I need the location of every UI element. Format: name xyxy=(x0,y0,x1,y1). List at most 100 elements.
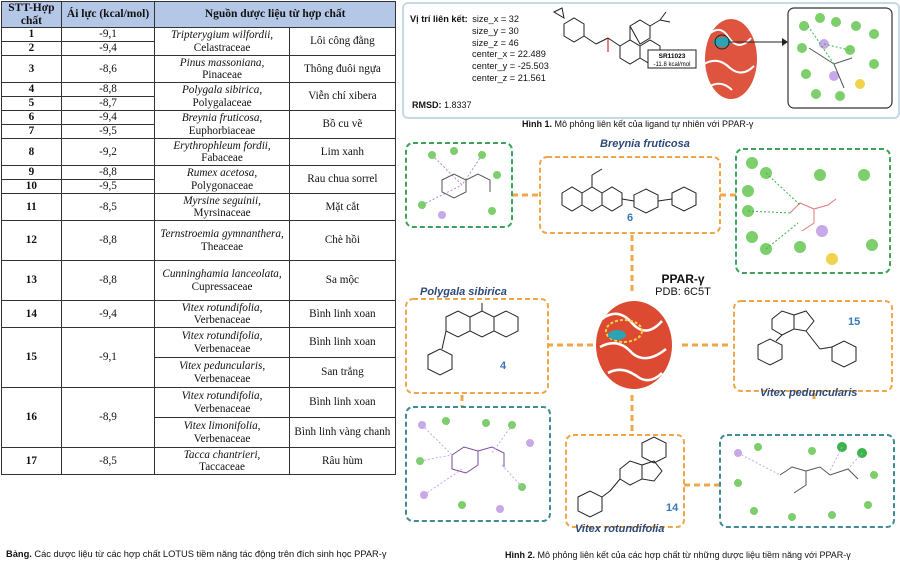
cell-affinity: -8,6 xyxy=(60,55,156,83)
cell-affinity: -8,8 xyxy=(60,82,156,97)
species-name: Myrsine seguinii, xyxy=(183,194,261,207)
species-name: Vitex peduncularis, xyxy=(178,360,266,372)
cell-affinity: -9,5 xyxy=(60,179,156,194)
cell-affinity: -9,4 xyxy=(60,110,156,125)
figure-2-caption-text: Mô phỏng liên kết của các hợp chất từ nh… xyxy=(535,550,851,560)
cell-species: Tacca chantrieri,Taccaceae xyxy=(154,447,290,475)
species-name: Tripterygium wilfordii, xyxy=(170,29,274,41)
cell-common-name: Thông đuôi ngựa xyxy=(288,55,397,83)
structure-4 xyxy=(427,303,519,376)
cell-affinity: -8,8 xyxy=(60,220,156,261)
cell-common-name: Bình linh xoan xyxy=(288,300,397,328)
interaction-residues xyxy=(797,13,879,101)
ppar-label: PPAR-γ PDB: 6C5T xyxy=(648,272,718,298)
species-name: Cunninghamia lanceolata, xyxy=(162,268,282,280)
structure-box-6 xyxy=(539,156,721,234)
cell-common-name: Râu hùm xyxy=(288,447,397,475)
figure-2-graphics: 6 4 15 xyxy=(405,142,895,528)
cell-compound-id: 9 xyxy=(1,165,62,180)
cell-common-name: San trắng xyxy=(288,357,397,388)
param-size-y: size_y = 30 xyxy=(472,25,519,36)
interaction-box-6 xyxy=(405,142,513,228)
cell-compound-id: 11 xyxy=(1,193,62,221)
figure-1-caption-text: Mô phỏng liên kết của ligand tự nhiên vớ… xyxy=(552,119,754,129)
species-name: Pinus massoniana, xyxy=(179,56,265,69)
figure-1-graphics: SR11023 -11.8 kcal/mol xyxy=(552,7,893,109)
species-name: Tacca chantrieri, xyxy=(183,448,261,461)
species-name: Rumex acetosa, xyxy=(186,167,258,179)
family-name: Polygonaceae xyxy=(190,179,254,192)
family-name: Taccaceae xyxy=(199,461,245,473)
family-name: Euphorbiaceae xyxy=(188,124,256,137)
protein-structure xyxy=(703,19,757,99)
family-name: Fabaceae xyxy=(201,152,243,164)
rmsd-label: RMSD: xyxy=(412,100,442,110)
ligand-6-pose xyxy=(441,173,491,199)
family-name: Celastraceae xyxy=(193,41,251,54)
rmsd-value: 1.8337 xyxy=(441,100,472,110)
cell-species: Vitex rotundifolia,Verbenaceae xyxy=(154,387,290,418)
cell-common-name: Bình linh xoan xyxy=(288,327,397,358)
species-vitex-rotundifolia: Vitex rotundifolia xyxy=(575,523,665,535)
species-name: Vitex rotundifolia, xyxy=(181,390,263,402)
ppar-protein xyxy=(596,301,672,389)
cell-compound-id: 13 xyxy=(1,260,62,301)
family-name: Verbenaceae xyxy=(193,432,251,445)
figure-2-caption-label: Hình 2. xyxy=(505,550,536,560)
structure-box-4 xyxy=(405,298,549,394)
cell-species: Polygala sibirica,Polygalaceae xyxy=(154,82,290,111)
cell-common-name: Lim xanh xyxy=(288,138,397,166)
residues-4 xyxy=(416,417,534,513)
cell-compound-id: 16 xyxy=(1,387,62,448)
residues-6 xyxy=(418,147,501,219)
cell-species: Vitex rotundifolia,Verbenaceae xyxy=(154,327,290,358)
interaction-box-14 xyxy=(719,434,895,528)
species-name: Ternstroemia gymnanthera, xyxy=(160,228,284,240)
header-source: Nguồn dược liệu từ hợp chất xyxy=(154,1,396,28)
cell-affinity: -9,4 xyxy=(60,41,156,56)
cell-affinity: -8,8 xyxy=(60,260,156,301)
cell-compound-id: 10 xyxy=(1,179,62,194)
cell-affinity: -9,1 xyxy=(60,327,156,388)
family-name: Verbenaceae xyxy=(193,342,251,355)
species-breynia: Breynia fruticosa xyxy=(600,138,690,150)
cell-species: Myrsine seguinii,Myrsinaceae xyxy=(154,193,290,221)
structure-6 xyxy=(561,168,697,214)
param-size-z: size_z = 46 xyxy=(472,37,519,48)
cell-common-name: Lôi công đằng xyxy=(288,27,397,56)
cell-common-name: Rau chua sorrel xyxy=(288,165,397,194)
param-center-x: center_x = 22.489 xyxy=(472,49,546,60)
cell-compound-id: 7 xyxy=(1,124,62,139)
figure-2-caption: Hình 2. Mô phỏng liên kết của các hợp ch… xyxy=(505,550,851,560)
cell-compound-id: 3 xyxy=(1,55,62,83)
figure-1-caption-label: Hình 1. xyxy=(522,119,553,129)
family-name: Polygalaceae xyxy=(192,96,252,109)
species-name: Vitex rotundifolia, xyxy=(181,301,263,314)
cell-affinity: -8,9 xyxy=(60,387,156,448)
family-name: Pinaceae xyxy=(202,69,242,81)
cell-species: Rumex acetosa,Polygonaceae xyxy=(154,165,290,194)
cell-common-name: Chè hồi xyxy=(288,220,397,261)
cell-compound-id: 4 xyxy=(1,82,62,97)
cell-common-name: Bồ cu vẽ xyxy=(288,110,397,139)
cell-affinity: -9,1 xyxy=(60,27,156,42)
table-caption: Bảng. Các dược liệu từ các hợp chất LOTU… xyxy=(6,549,387,559)
structure-box-14 xyxy=(565,434,685,528)
residues-14 xyxy=(734,442,878,521)
table-row: 5-8,7 xyxy=(1,96,396,111)
cell-common-name: Viễn chí xibera xyxy=(288,82,397,111)
species-name: Vitex rotundifolia, xyxy=(181,330,263,342)
interaction-diagram-box xyxy=(787,7,893,109)
